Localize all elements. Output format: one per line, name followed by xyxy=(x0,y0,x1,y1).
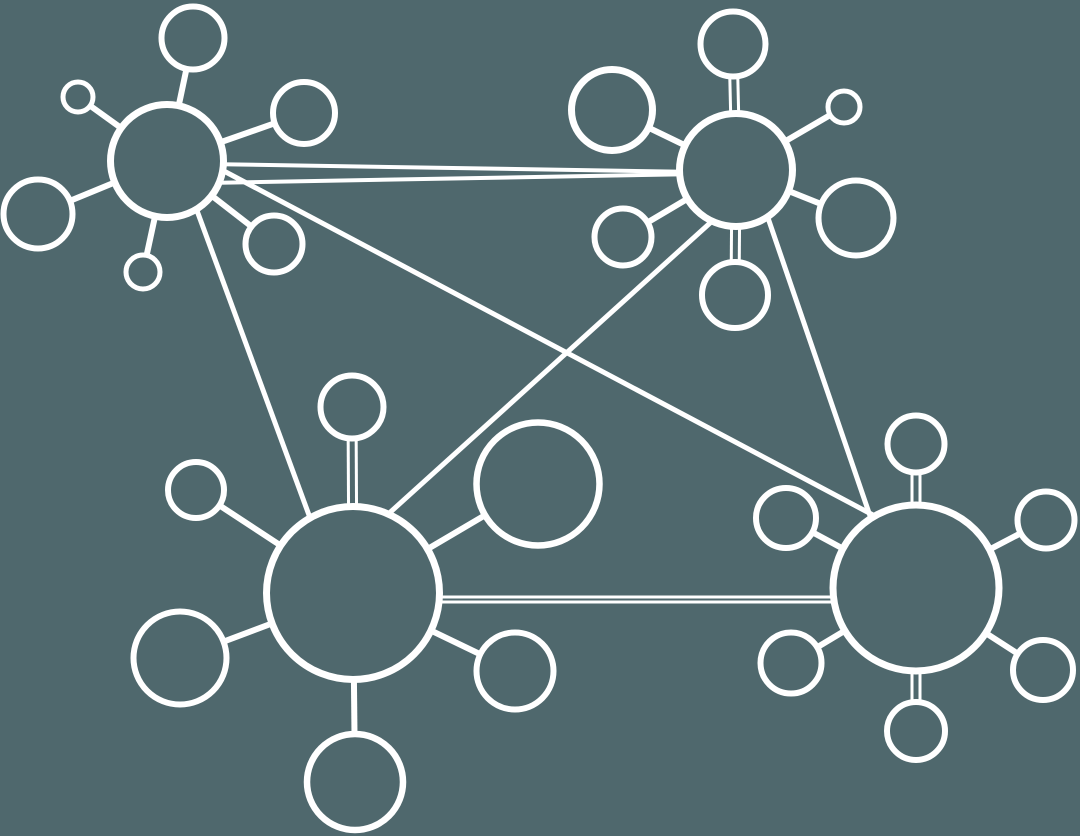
satellite-br-upper-right xyxy=(1014,488,1078,552)
edge-topleft-bottomleft xyxy=(182,177,323,546)
satellite-tr-bottom xyxy=(699,259,771,331)
satellite-tl-bottom-right xyxy=(242,212,306,276)
hub-bottom-right xyxy=(829,501,1003,675)
satellite-bl-upper-left xyxy=(165,459,227,521)
satellite-br-upper-left xyxy=(753,485,819,551)
edge-topleft-topright-upper xyxy=(204,162,701,174)
satellite-tl-upper-left xyxy=(60,79,96,115)
satellite-tl-bottom-small xyxy=(123,252,163,292)
hub-top-left xyxy=(107,101,227,221)
satellite-br-lower-right xyxy=(1010,637,1076,703)
satellite-tr-right-small xyxy=(825,88,863,126)
satellite-tr-bottom-left xyxy=(591,205,655,269)
satellite-br-top xyxy=(884,412,948,476)
satellite-tr-upper-left xyxy=(568,66,656,154)
satellite-tr-top xyxy=(697,8,769,80)
edge-topright-bottomleft xyxy=(373,212,722,528)
satellite-br-bottom xyxy=(884,699,948,763)
satellite-tl-left xyxy=(0,176,76,252)
satellite-br-lower-left xyxy=(757,629,825,697)
satellite-bl-bottom xyxy=(303,730,407,834)
hub-bottom-left xyxy=(263,503,443,683)
satellite-tr-bottom-right xyxy=(815,177,897,259)
satellite-bl-bottom-right xyxy=(473,629,557,713)
satellite-bl-middle-right xyxy=(473,419,603,549)
satellite-bl-top xyxy=(317,372,387,442)
edge-topleft-topright-lower xyxy=(204,172,701,185)
edge-topleft-bottomright xyxy=(203,158,892,527)
satellite-tl-top xyxy=(158,3,228,73)
edge-topright-bottomright xyxy=(752,179,883,546)
satellite-tl-right xyxy=(270,79,338,147)
hub-top-right xyxy=(676,110,796,230)
satellite-bl-left xyxy=(130,608,230,708)
